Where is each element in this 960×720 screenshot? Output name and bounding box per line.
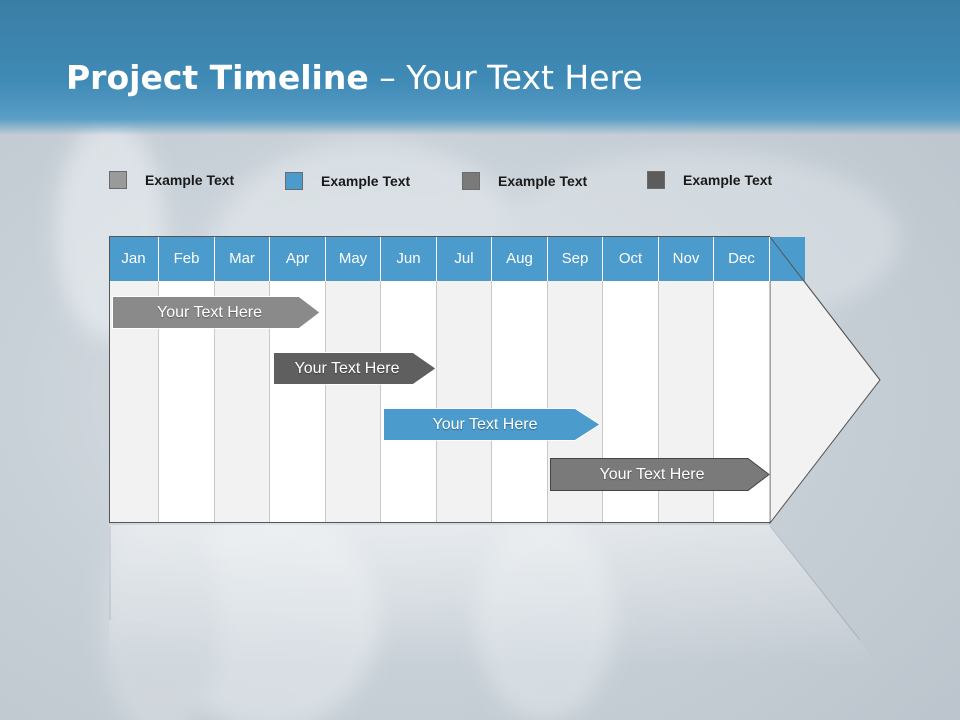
legend-item-3: Example Text [462, 172, 587, 190]
header-band: Project Timeline – Your Text Here [0, 0, 960, 135]
timeline-grid: Jan Feb Mar Apr May Jun Jul Aug Sep Oct … [109, 236, 770, 524]
legend-label-2: Example Text [321, 173, 411, 189]
task-bar-4[interactable]: Your Text Here [550, 458, 770, 491]
legend-label-1: Example Text [145, 172, 235, 188]
month-oct: Oct [603, 236, 659, 281]
month-aug: Aug [492, 236, 548, 281]
month-sep: Sep [548, 236, 603, 281]
task-label-2: Your Text Here [294, 359, 400, 377]
legend-swatch-2 [285, 172, 303, 190]
legend-item-1: Example Text [109, 171, 234, 189]
task-arrow-3-shape [383, 408, 601, 441]
col-jun [381, 281, 437, 522]
page-title-bold: Project Timeline [66, 58, 369, 97]
task-bar-1[interactable]: Your Text Here [112, 296, 321, 329]
month-feb: Feb [159, 236, 215, 281]
legend-item-2: Example Text [285, 172, 410, 190]
month-header-row: Jan Feb Mar Apr May Jun Jul Aug Sep Oct … [109, 236, 770, 281]
task-bar-3[interactable]: Your Text Here [383, 408, 601, 441]
month-apr: Apr [270, 236, 326, 281]
month-dec: Dec [714, 236, 770, 281]
month-jun: Jun [381, 236, 437, 281]
task-label-4: Your Text Here [599, 465, 705, 483]
task-label-3: Your Text Here [432, 415, 538, 433]
col-aug [492, 281, 548, 522]
legend-label-4: Example Text [683, 172, 773, 188]
task-bar-2[interactable]: Your Text Here [273, 352, 437, 385]
task-arrow-1-shape [112, 296, 321, 329]
task-label-1: Your Text Here [157, 303, 262, 321]
col-may [326, 281, 381, 522]
task-arrow-4-shape [550, 458, 770, 491]
task-arrow-2-shape [273, 352, 437, 385]
month-may: May [326, 236, 381, 281]
col-jul [437, 281, 492, 522]
legend-swatch-4 [647, 171, 665, 189]
month-nov: Nov [659, 236, 714, 281]
legend-label-3: Example Text [498, 173, 588, 189]
month-mar: Mar [215, 236, 270, 281]
legend-item-4: Example Text [647, 171, 772, 189]
month-jan: Jan [109, 236, 159, 281]
legend-swatch-1 [109, 171, 127, 189]
page-title: Project Timeline – Your Text Here [66, 58, 643, 97]
month-jul: Jul [437, 236, 492, 281]
page-title-rest: – Your Text Here [368, 58, 643, 97]
legend-swatch-3 [462, 172, 480, 190]
